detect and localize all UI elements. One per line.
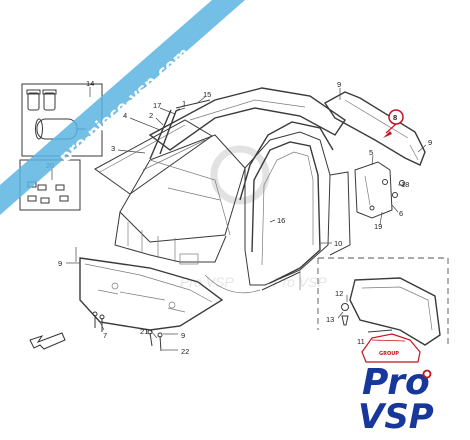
banner-strip	[0, 0, 245, 215]
rear-side-window	[354, 161, 405, 219]
callout-22: 22	[181, 347, 189, 356]
callout-7: 7	[103, 331, 107, 340]
callout-1: 1	[182, 99, 186, 108]
callout-12: 12	[335, 289, 343, 298]
windshield	[94, 119, 213, 195]
callout-10: 10	[334, 239, 342, 248]
callout-6: 6	[399, 209, 403, 218]
callout-13: 13	[326, 315, 334, 324]
callout-9-top: 9	[337, 80, 341, 89]
watermark-text: Pro VSP	[180, 274, 234, 290]
callout-4: 4	[123, 111, 127, 120]
callout-15: 15	[203, 90, 211, 99]
callout-9-right: 9	[428, 138, 432, 147]
callout-16: 16	[277, 216, 285, 225]
callout-2: 2	[149, 111, 153, 120]
logo-line1: Pro	[362, 362, 430, 403]
watermark-banner: pro-piece-vsp.com	[0, 0, 245, 215]
logo-dot-icon	[422, 369, 432, 379]
callout-19: 19	[374, 222, 382, 231]
callout-18: 18	[401, 180, 409, 189]
inset-rear	[317, 257, 449, 363]
callout-9-left: 9	[58, 259, 62, 268]
logo-group-tag: GROUP	[379, 351, 399, 357]
front-bumper	[79, 257, 224, 331]
rear-spoiler	[323, 91, 426, 166]
callout-14: 14	[86, 79, 94, 88]
callout-21: 21	[140, 327, 148, 336]
highlight-callout-8	[383, 109, 404, 138]
callout-17: 17	[153, 101, 161, 110]
provsp-logo: GROUP Pro VSP	[358, 351, 434, 437]
logo-car-icon	[361, 333, 421, 363]
callout-9-bottom: 9	[181, 331, 185, 340]
callout-5: 5	[369, 148, 373, 157]
arrow-icon	[29, 332, 66, 350]
logo-line2: VSP	[358, 397, 434, 437]
car-body	[114, 87, 351, 294]
leader-lines	[51, 87, 427, 351]
background-watermark: Pro VSP Pro VSP	[180, 145, 327, 290]
callout-3: 3	[111, 144, 115, 153]
callout-8: 8	[393, 113, 397, 122]
bulb-icon	[341, 303, 349, 326]
callout-11: 11	[357, 337, 365, 346]
